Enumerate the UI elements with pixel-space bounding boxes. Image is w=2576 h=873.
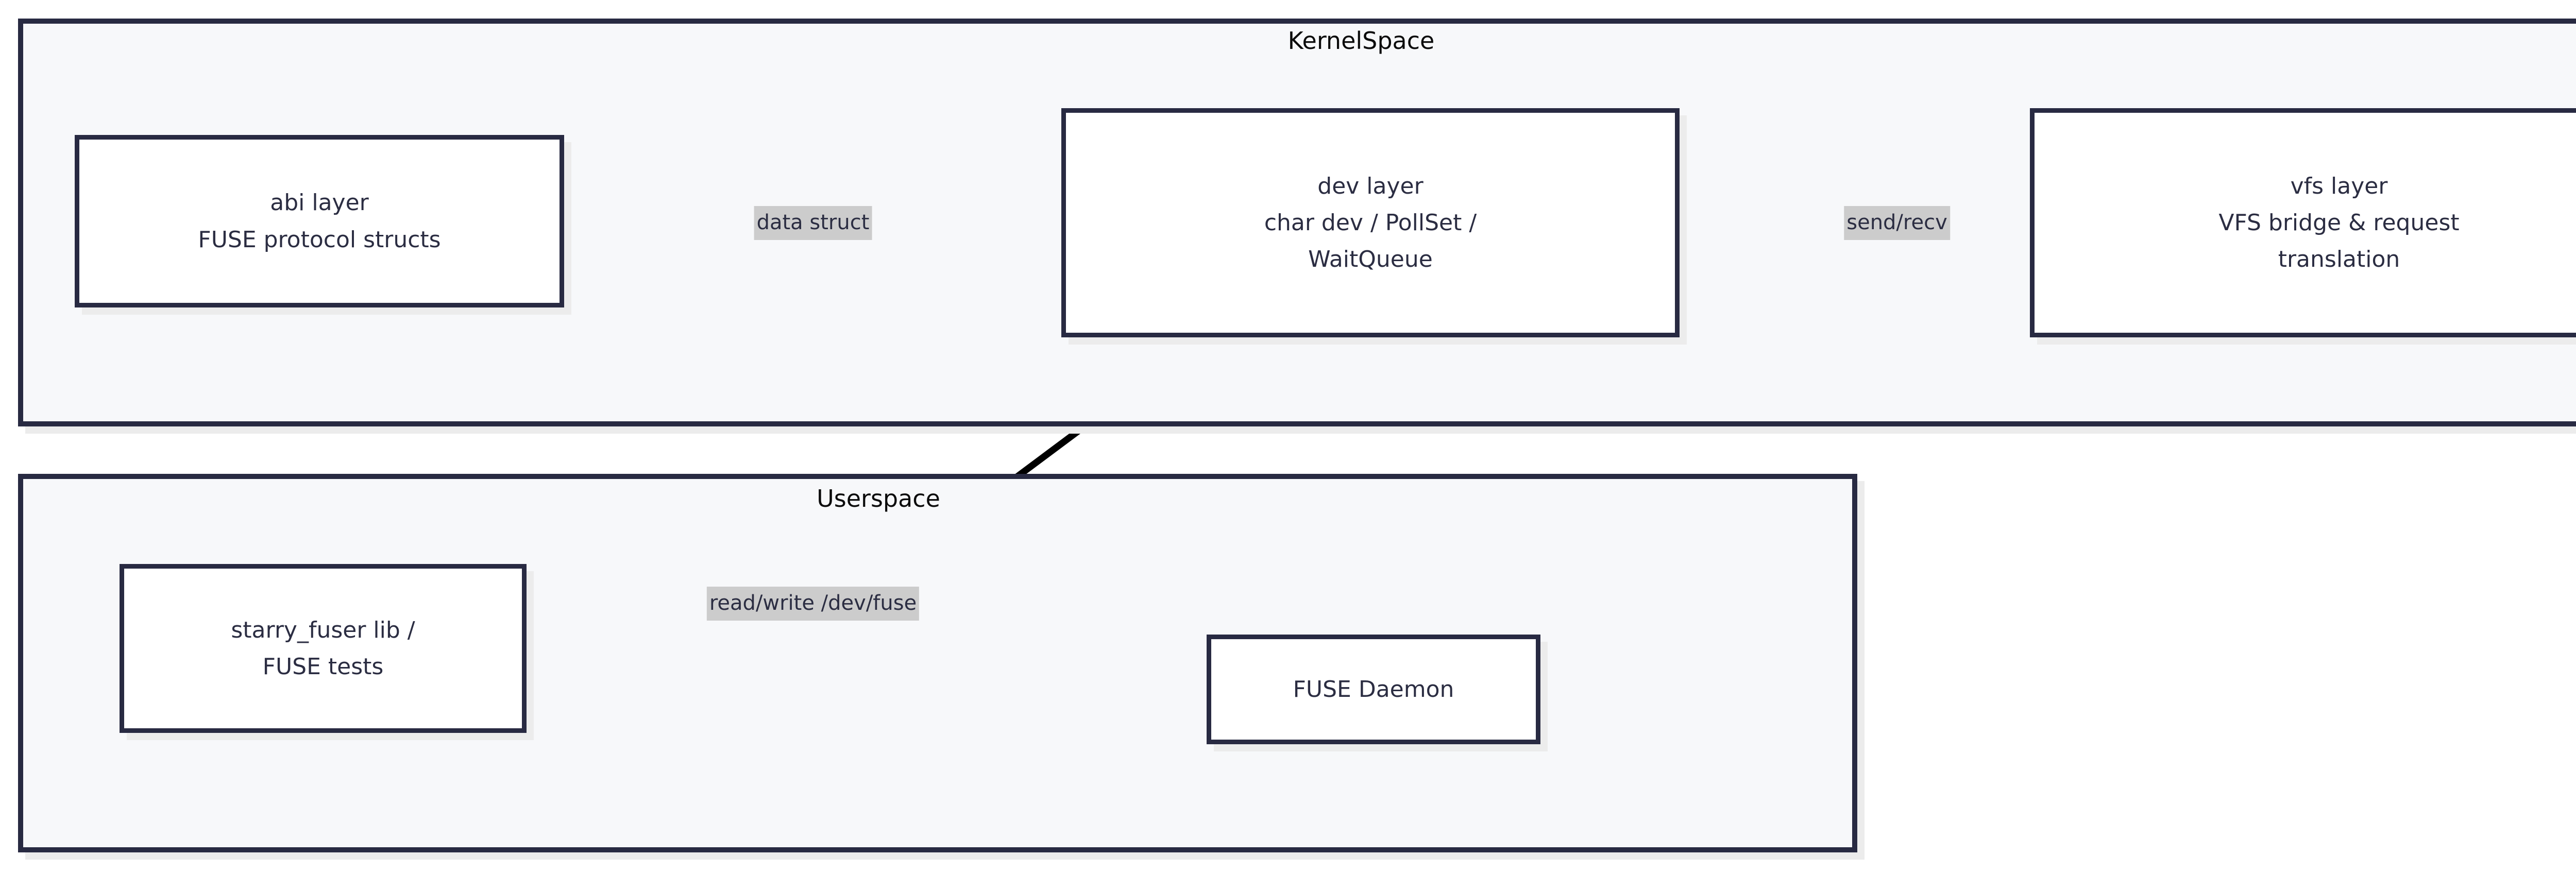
node-abi-layer-line-2: FUSE protocol structs	[198, 226, 441, 253]
node-vfs-layer-line-1: vfs layer	[2290, 173, 2388, 199]
node-starry-fuser[interactable]: starry_fuser lib / FUSE tests	[120, 564, 527, 733]
node-vfs-layer[interactable]: vfs layer VFS bridge & request translati…	[2030, 108, 2576, 337]
node-dev-layer-line-2: char dev / PollSet /	[1264, 209, 1477, 236]
node-dev-layer-line-3: WaitQueue	[1308, 246, 1433, 273]
node-starry-fuser-line-2: FUSE tests	[262, 654, 384, 680]
node-abi-layer-line-1: abi layer	[270, 190, 369, 216]
edge-label-data-struct: data struct	[754, 206, 872, 240]
node-dev-layer-line-1: dev layer	[1317, 173, 1423, 199]
edge-label-read-write-dev-fuse: read/write /dev/fuse	[706, 587, 920, 621]
node-fuse-daemon[interactable]: FUSE Daemon	[1207, 635, 1540, 744]
edge-label-send-recv: send/recv	[1844, 206, 1950, 240]
node-vfs-layer-line-2: VFS bridge & request	[2218, 209, 2460, 236]
node-vfs-layer-line-3: translation	[2278, 246, 2400, 273]
node-starry-fuser-line-1: starry_fuser lib /	[231, 617, 415, 643]
node-abi-layer[interactable]: abi layer FUSE protocol structs	[75, 135, 564, 307]
cluster-kernelspace-title: KernelSpace	[1287, 27, 1435, 55]
node-fuse-daemon-line-1: FUSE Daemon	[1293, 676, 1454, 703]
node-dev-layer[interactable]: dev layer char dev / PollSet / WaitQueue	[1061, 108, 1680, 337]
cluster-userspace	[18, 474, 1857, 852]
cluster-userspace-title: Userspace	[817, 485, 940, 512]
